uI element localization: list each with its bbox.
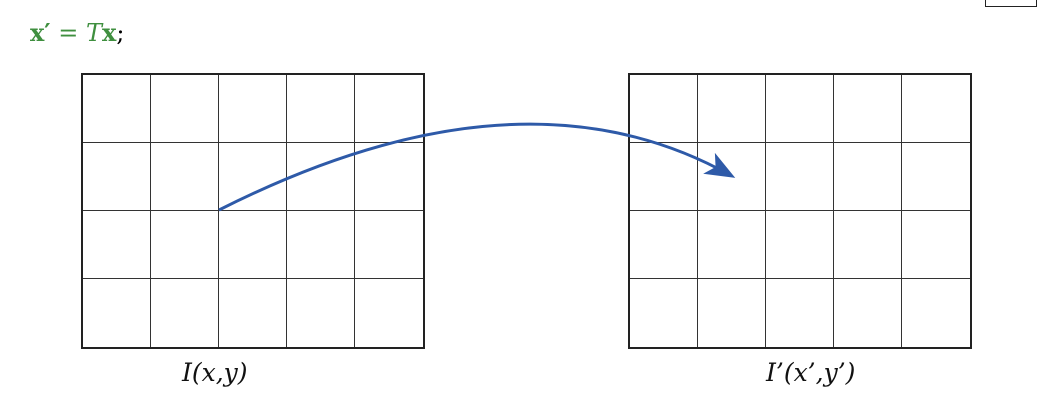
grid-cell [151,279,219,347]
grid-cell [766,143,834,211]
grid-cell [83,279,151,347]
grid-cell [698,75,766,143]
grid-cell [83,211,151,279]
grid-cell [219,279,287,347]
grid-cell [630,75,698,143]
source-image-grid [81,73,425,349]
grid-cell [151,143,219,211]
transform-formula: x′ = Tx; [30,18,124,47]
grid-cell [355,279,423,347]
source-image-label: I(x,y) [182,358,248,387]
grid-cell [834,211,902,279]
grid-cell [766,211,834,279]
grid-cell [834,143,902,211]
corner-box [985,0,1037,7]
grid-cell [219,75,287,143]
grid-cell [630,279,698,347]
grid-cell [355,211,423,279]
formula-T: T [86,19,103,47]
grid-cell [902,279,970,347]
grid-cell [355,75,423,143]
grid-cell [766,279,834,347]
formula-semicolon: ; [116,19,125,47]
grid-cell [83,143,151,211]
grid-cell [287,143,355,211]
grid-cell [355,143,423,211]
grid-cell [698,211,766,279]
grid-cell [630,143,698,211]
grid-cell [287,75,355,143]
grid-cell [902,211,970,279]
grid-cell [698,143,766,211]
formula-equals: = [50,19,87,47]
grid-cell [698,279,766,347]
grid-cell [219,143,287,211]
grid-cell [151,75,219,143]
grid-cell [219,211,287,279]
grid-cell [287,211,355,279]
grid-cell [902,75,970,143]
grid-cell [834,279,902,347]
grid-cell [902,143,970,211]
grid-cell [83,75,151,143]
target-image-grid [628,73,972,349]
grid-cell [287,279,355,347]
formula-x-prime: x′ [30,18,51,47]
grid-cell [630,211,698,279]
grid-cell [766,75,834,143]
grid-cell [151,211,219,279]
target-image-label: I’(x’,y’) [766,358,856,387]
formula-x: x [102,18,117,47]
grid-cell [834,75,902,143]
